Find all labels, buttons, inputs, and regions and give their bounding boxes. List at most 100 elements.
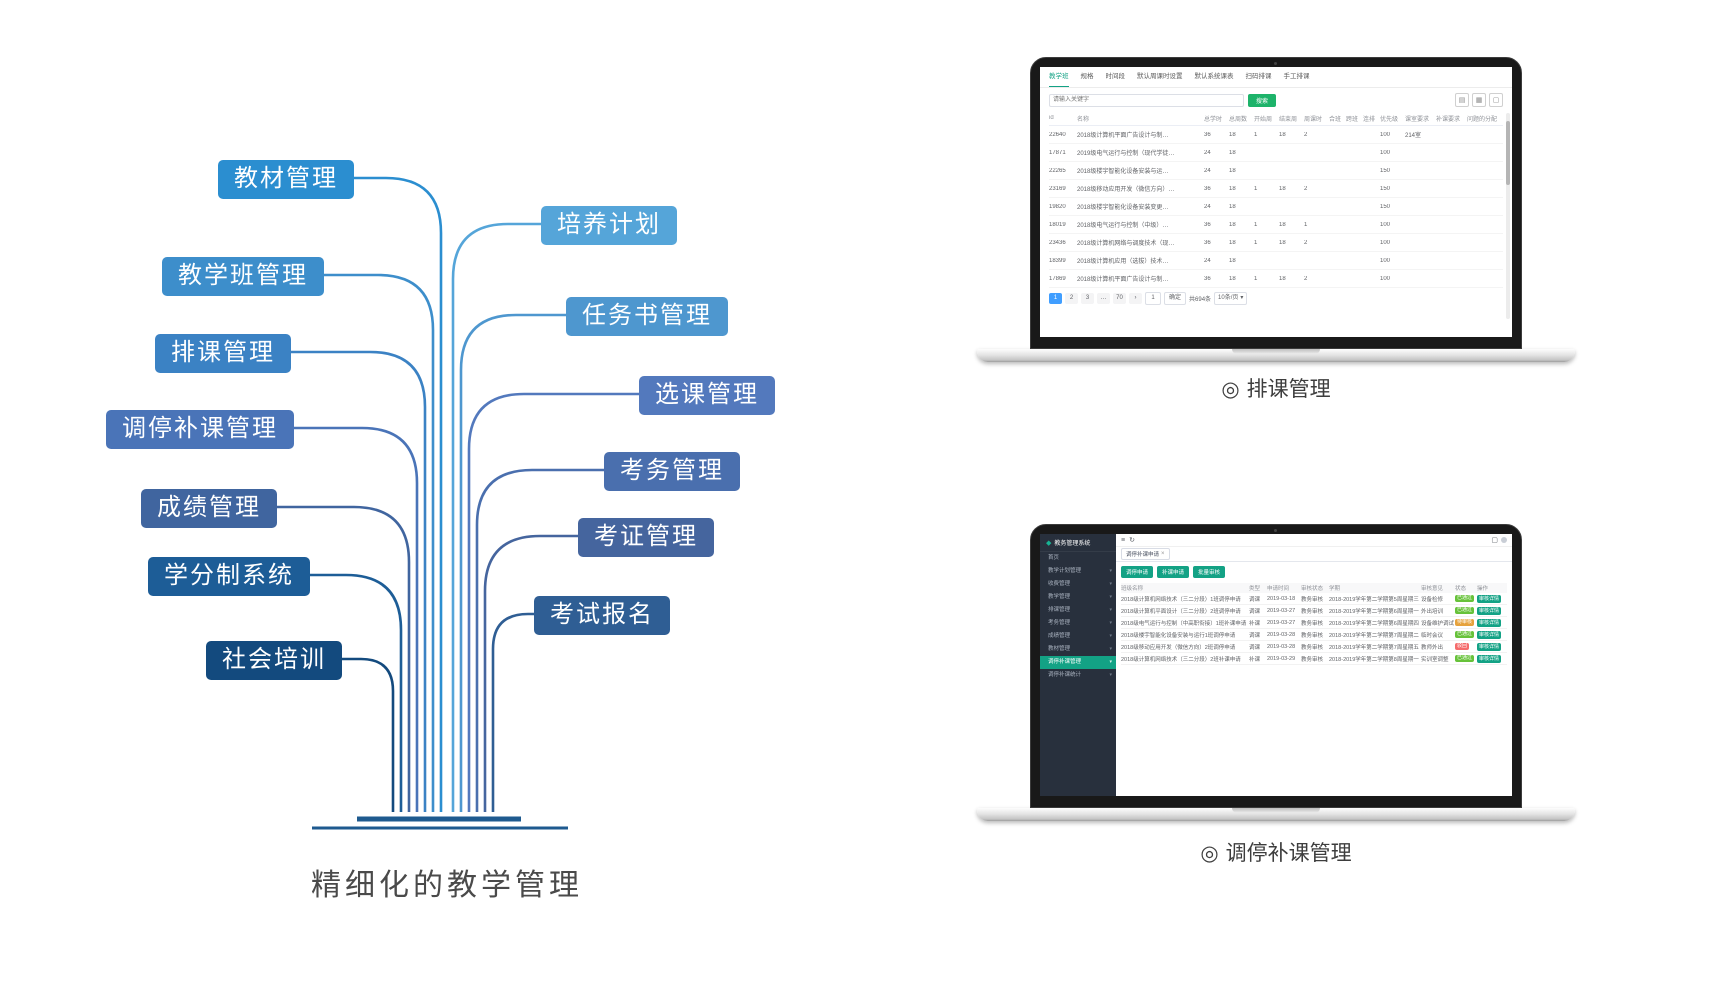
table-row[interactable]: 22265 2018级楼宇智能化设备安装与运… 24 18 150 (1049, 162, 1503, 180)
action-button[interactable]: 批量审核 (1193, 566, 1226, 578)
makeup-table: 班级名称类型申请时间审核状态学期审核意见状态操作 2018级计算机网络技术（三二… (1121, 583, 1507, 665)
layout-icon[interactable]: ▢ (1491, 537, 1498, 544)
sidebar-menu-item[interactable]: 考务管理 (1040, 617, 1116, 630)
page-button[interactable]: 1 (1049, 293, 1062, 304)
detail-button[interactable]: 审核详情 (1477, 642, 1502, 651)
laptop-mockup-scheduling: 教学班 规格 时间段 默认周课时设置 默认系统课表 扫码排课 手工排课 搜索 ▤▦▢ id名… (977, 57, 1575, 362)
detail-button[interactable]: 审核详情 (1477, 594, 1502, 603)
nav-tab[interactable]: 教学班 (1049, 67, 1069, 87)
page-button[interactable]: 3 (1081, 293, 1094, 304)
cell-opinion: 外出培训 (1421, 608, 1444, 615)
tree-node-label: 培养计划 (541, 206, 677, 245)
next-page-button[interactable]: › (1129, 293, 1142, 304)
sidebar-menu-item[interactable]: 调停补课统计 (1040, 669, 1116, 682)
page-button[interactable]: … (1097, 293, 1110, 304)
sidebar-menu-item[interactable]: 成绩管理 (1040, 630, 1116, 643)
nav-tab[interactable]: 手工排课 (1283, 73, 1310, 80)
sidebar-menu-item[interactable]: 首页 (1048, 555, 1060, 561)
page-button[interactable]: 70 (1113, 293, 1126, 304)
sidebar-menu-item[interactable]: 教材管理 (1040, 643, 1116, 656)
action-button[interactable]: 调停申请 (1121, 566, 1154, 578)
cell-start-week: 1 (1254, 131, 1258, 138)
topbar-right-group: ▢ (1491, 536, 1507, 544)
cell-name: 2018级楼宇智能化设备安装变更… (1077, 205, 1169, 211)
nav-tab[interactable]: 扫码排课 (1245, 73, 1272, 80)
nav-tab[interactable]: 时间段 (1105, 73, 1126, 80)
menu-toggle-icon[interactable]: ≡ (1121, 536, 1126, 544)
cell-type: 调课 (1249, 608, 1261, 615)
nav-tab[interactable]: 默认周课时设置 (1137, 73, 1183, 80)
cell-action: 审核详情 (1477, 654, 1507, 663)
cell-class-name: 2018级计算机平面设计（三二分段）2班调停申请 (1121, 608, 1241, 615)
sidebar-menu-item[interactable]: 调停补课管理 (1040, 656, 1116, 669)
column-header: 审核状态 (1301, 586, 1324, 592)
column-header: 周课时 (1304, 116, 1323, 123)
table-row[interactable]: 23169 2018级移动应用开发（微信方向）… 36 18 1 18 2 (1049, 180, 1503, 198)
detail-button[interactable]: 审核详情 (1477, 618, 1502, 627)
cell-name: 2018级移动应用开发（微信方向）… (1077, 187, 1175, 193)
app-logo-text: 教务管理系统 (1054, 541, 1091, 547)
cell-apply-date: 2019-03-28 (1267, 643, 1296, 650)
confirm-button[interactable]: 确定 (1164, 292, 1187, 305)
table-row[interactable]: 18019 2018级电气运行与控制（中级）… 36 18 1 18 1 (1049, 216, 1503, 234)
table-row[interactable]: 23436 2018级计算机网络与调度技术（现… 36 18 1 18 2 (1049, 234, 1503, 252)
cell-end-week: 18 (1279, 185, 1286, 192)
table-row[interactable]: 2018级移动应用开发（微信方向）2班调停申请 调课 2019-03-28 教务… (1121, 641, 1507, 653)
cell-apply-date: 2019-03-28 (1267, 631, 1296, 638)
table-row[interactable]: 2018级电气运行与控制（中高职衔接）1班补课申请 补课 2019-03-27 … (1121, 617, 1507, 629)
user-avatar[interactable] (1501, 537, 1507, 543)
table-row[interactable]: 2018级计算机网络技术（三二分段）2班补课申请 补课 2019-03-29 教… (1121, 653, 1507, 665)
action-button[interactable]: 补课申请 (1157, 566, 1190, 578)
open-tab-strip: 调停补课申请 × (1116, 547, 1512, 562)
open-tab[interactable]: 调停补课申请 × (1121, 548, 1170, 560)
sidebar-menu-item[interactable]: 教学计划管理 (1040, 565, 1116, 578)
cell-term: 2018-2019学年第二学期第6周星期一 (1329, 608, 1419, 615)
column-header: 连排 (1363, 116, 1376, 123)
column-header: 类型 (1249, 586, 1261, 592)
table-row[interactable]: 22640 2018级计算机平面广告设计与制… 36 18 1 18 2 (1049, 126, 1503, 144)
column-header: 课室要求 (1405, 116, 1430, 123)
page-size-select[interactable]: 10条/页 ▾ (1214, 292, 1248, 305)
table-row[interactable]: 17869 2018级计算机平面广告设计与制… 36 18 1 18 2 (1049, 270, 1503, 288)
table-row[interactable]: 18399 2018级计算机应用（选拔）技术… 24 18 100 (1049, 252, 1503, 270)
detail-button[interactable]: 审核详情 (1477, 606, 1502, 615)
table-row[interactable]: 17871 2019级电气运行与控制（现代学徒… 24 18 100 (1049, 144, 1503, 162)
column-header: 总周数 (1229, 116, 1248, 123)
cell-action: 审核详情 (1477, 630, 1507, 639)
cell-name: 2018级电气运行与控制（中级）… (1077, 223, 1169, 229)
status-badge: 已通过 (1455, 595, 1475, 602)
close-icon[interactable]: × (1161, 551, 1165, 557)
cell-class-name: 2018级计算机网络技术（三二分段）2班补课申请 (1121, 656, 1241, 663)
view-toggle-icon[interactable]: ▤ (1455, 93, 1469, 107)
laptop-mockup-makeup: ◆ 教务管理系统 首页教学计划管理收费管理教学管理排课管理考务管理成绩管理教材管… (977, 524, 1575, 821)
detail-button[interactable]: 审核详情 (1477, 654, 1502, 663)
refresh-icon[interactable]: ↻ (1129, 537, 1135, 544)
search-input[interactable] (1049, 93, 1244, 107)
sidebar-menu-item[interactable]: 排课管理 (1040, 604, 1116, 617)
table-row[interactable]: 19820 2018级楼宇智能化设备安装变更… 24 18 150 (1049, 198, 1503, 216)
cell-action: 审核详情 (1477, 606, 1507, 615)
detail-button[interactable]: 审核详情 (1477, 630, 1502, 639)
column-header: id (1049, 115, 1054, 121)
cell-priority: 150 (1380, 185, 1391, 192)
page-jump-input[interactable]: 1 (1145, 292, 1161, 305)
view-toggle-icon[interactable]: ▦ (1472, 93, 1486, 107)
table-scrollbar[interactable] (1506, 113, 1510, 319)
app-logo: ◆ 教务管理系统 (1040, 534, 1116, 552)
nav-tab[interactable]: 规格 (1080, 73, 1094, 80)
cell-total-hours: 24 (1204, 203, 1211, 210)
column-header: 操作 (1477, 586, 1489, 592)
table-row[interactable]: 2018级计算机网络技术（三二分段）1班调停申请 调课 2019-03-18 教… (1121, 593, 1507, 605)
page-button[interactable]: 2 (1065, 293, 1078, 304)
table-row[interactable]: 2018级计算机平面设计（三二分段）2班调停申请 调课 2019-03-27 教… (1121, 605, 1507, 617)
sidebar-menu-item[interactable]: 收费管理 (1040, 578, 1116, 591)
cell-name: 2018级计算机应用（选拔）技术… (1077, 259, 1169, 265)
cell-priority: 100 (1380, 275, 1391, 282)
sidebar-menu-item[interactable]: 教学管理 (1040, 591, 1116, 604)
nav-tab[interactable]: 默认系统课表 (1194, 73, 1234, 80)
search-button[interactable]: 搜索 (1248, 93, 1277, 107)
status-badge: 驳回 (1455, 643, 1470, 650)
view-toggle-icon[interactable]: ▢ (1489, 93, 1503, 107)
table-row[interactable]: 2018级楼宇智能化设备安装与运行1班调停申请 调课 2019-03-28 教务… (1121, 629, 1507, 641)
